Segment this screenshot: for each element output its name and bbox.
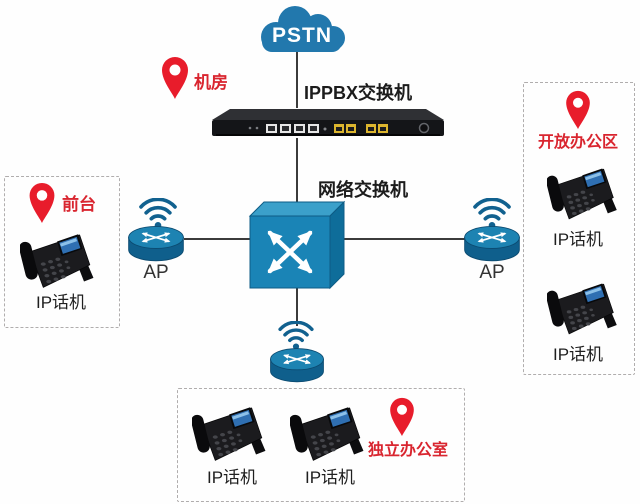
ip-phone-icon xyxy=(547,283,618,335)
link-ippbx-to-switch xyxy=(296,138,298,204)
private-office-pin-icon xyxy=(390,397,414,437)
ap-left-icon xyxy=(126,224,186,265)
server-room-pin-icon xyxy=(162,57,188,99)
ip-phone-label: IP话机 xyxy=(304,468,356,487)
open-office-label: 开放办公区 xyxy=(537,134,618,151)
core-switch-label: 网络交换机 xyxy=(318,180,408,200)
ip-phone-label: IP话机 xyxy=(206,468,258,487)
ip-phone-icon xyxy=(192,406,266,461)
link-cloud-to-ippbx xyxy=(296,52,298,108)
open-office-pin-icon xyxy=(566,90,590,130)
ip-phone-icon xyxy=(547,168,618,220)
core-switch-icon xyxy=(248,200,346,290)
link-switch-to-ap-left xyxy=(184,238,250,240)
ippbx-label: IPPBX交换机 xyxy=(304,83,413,103)
zone-private-office xyxy=(177,388,465,502)
ip-phone-label: IP话机 xyxy=(35,293,87,312)
ap-right-label: AP xyxy=(479,262,505,283)
zone-front-desk xyxy=(4,176,120,328)
front-desk-pin-icon xyxy=(29,182,55,224)
link-switch-to-ap-right xyxy=(344,238,466,240)
pstn-label: PSTN xyxy=(271,24,332,47)
link-switch-to-ap-bottom xyxy=(296,288,298,326)
zone-open-office xyxy=(523,82,635,375)
ip-phone-label: IP话机 xyxy=(552,345,604,364)
private-office-label: 独立办公室 xyxy=(367,442,448,459)
ap-left-label: AP xyxy=(143,262,169,283)
ip-phone-label: IP话机 xyxy=(552,230,604,249)
ippbx-device-icon xyxy=(212,108,444,137)
server-room-label: 机房 xyxy=(194,73,228,92)
ip-phone-icon xyxy=(20,233,94,288)
ap-bottom-icon xyxy=(268,346,326,386)
front-desk-label: 前台 xyxy=(62,195,96,214)
ap-right-icon xyxy=(462,224,522,265)
